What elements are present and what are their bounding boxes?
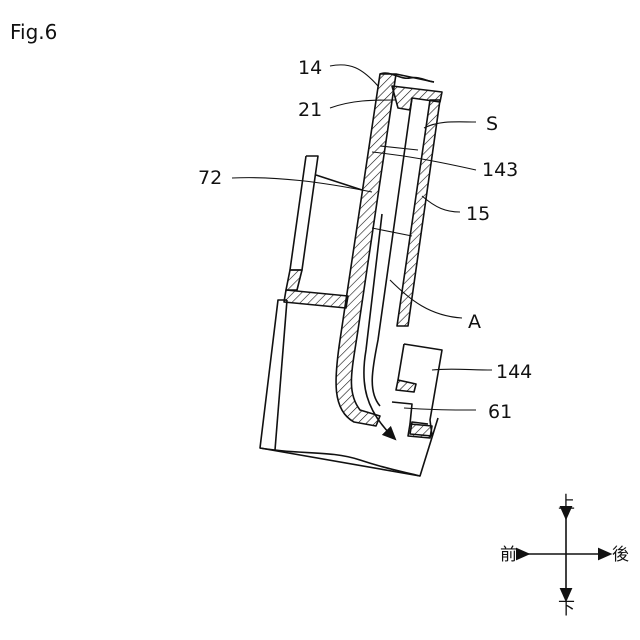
direction-back: 後	[612, 545, 629, 565]
label-72: 72	[198, 167, 222, 189]
block-144	[392, 344, 442, 438]
label-61: 61	[488, 401, 512, 423]
label-a: A	[468, 311, 481, 333]
label-21: 21	[298, 99, 322, 121]
direction-front: 前	[500, 545, 517, 565]
direction-up: 上	[558, 493, 575, 513]
label-143: 143	[482, 159, 518, 181]
direction-down: 下	[558, 599, 575, 619]
direction-compass: 上 下 前 後	[500, 493, 629, 619]
label-14: 14	[298, 57, 322, 79]
label-15: 15	[466, 203, 490, 225]
label-s: S	[486, 113, 498, 135]
label-144: 144	[496, 361, 532, 383]
